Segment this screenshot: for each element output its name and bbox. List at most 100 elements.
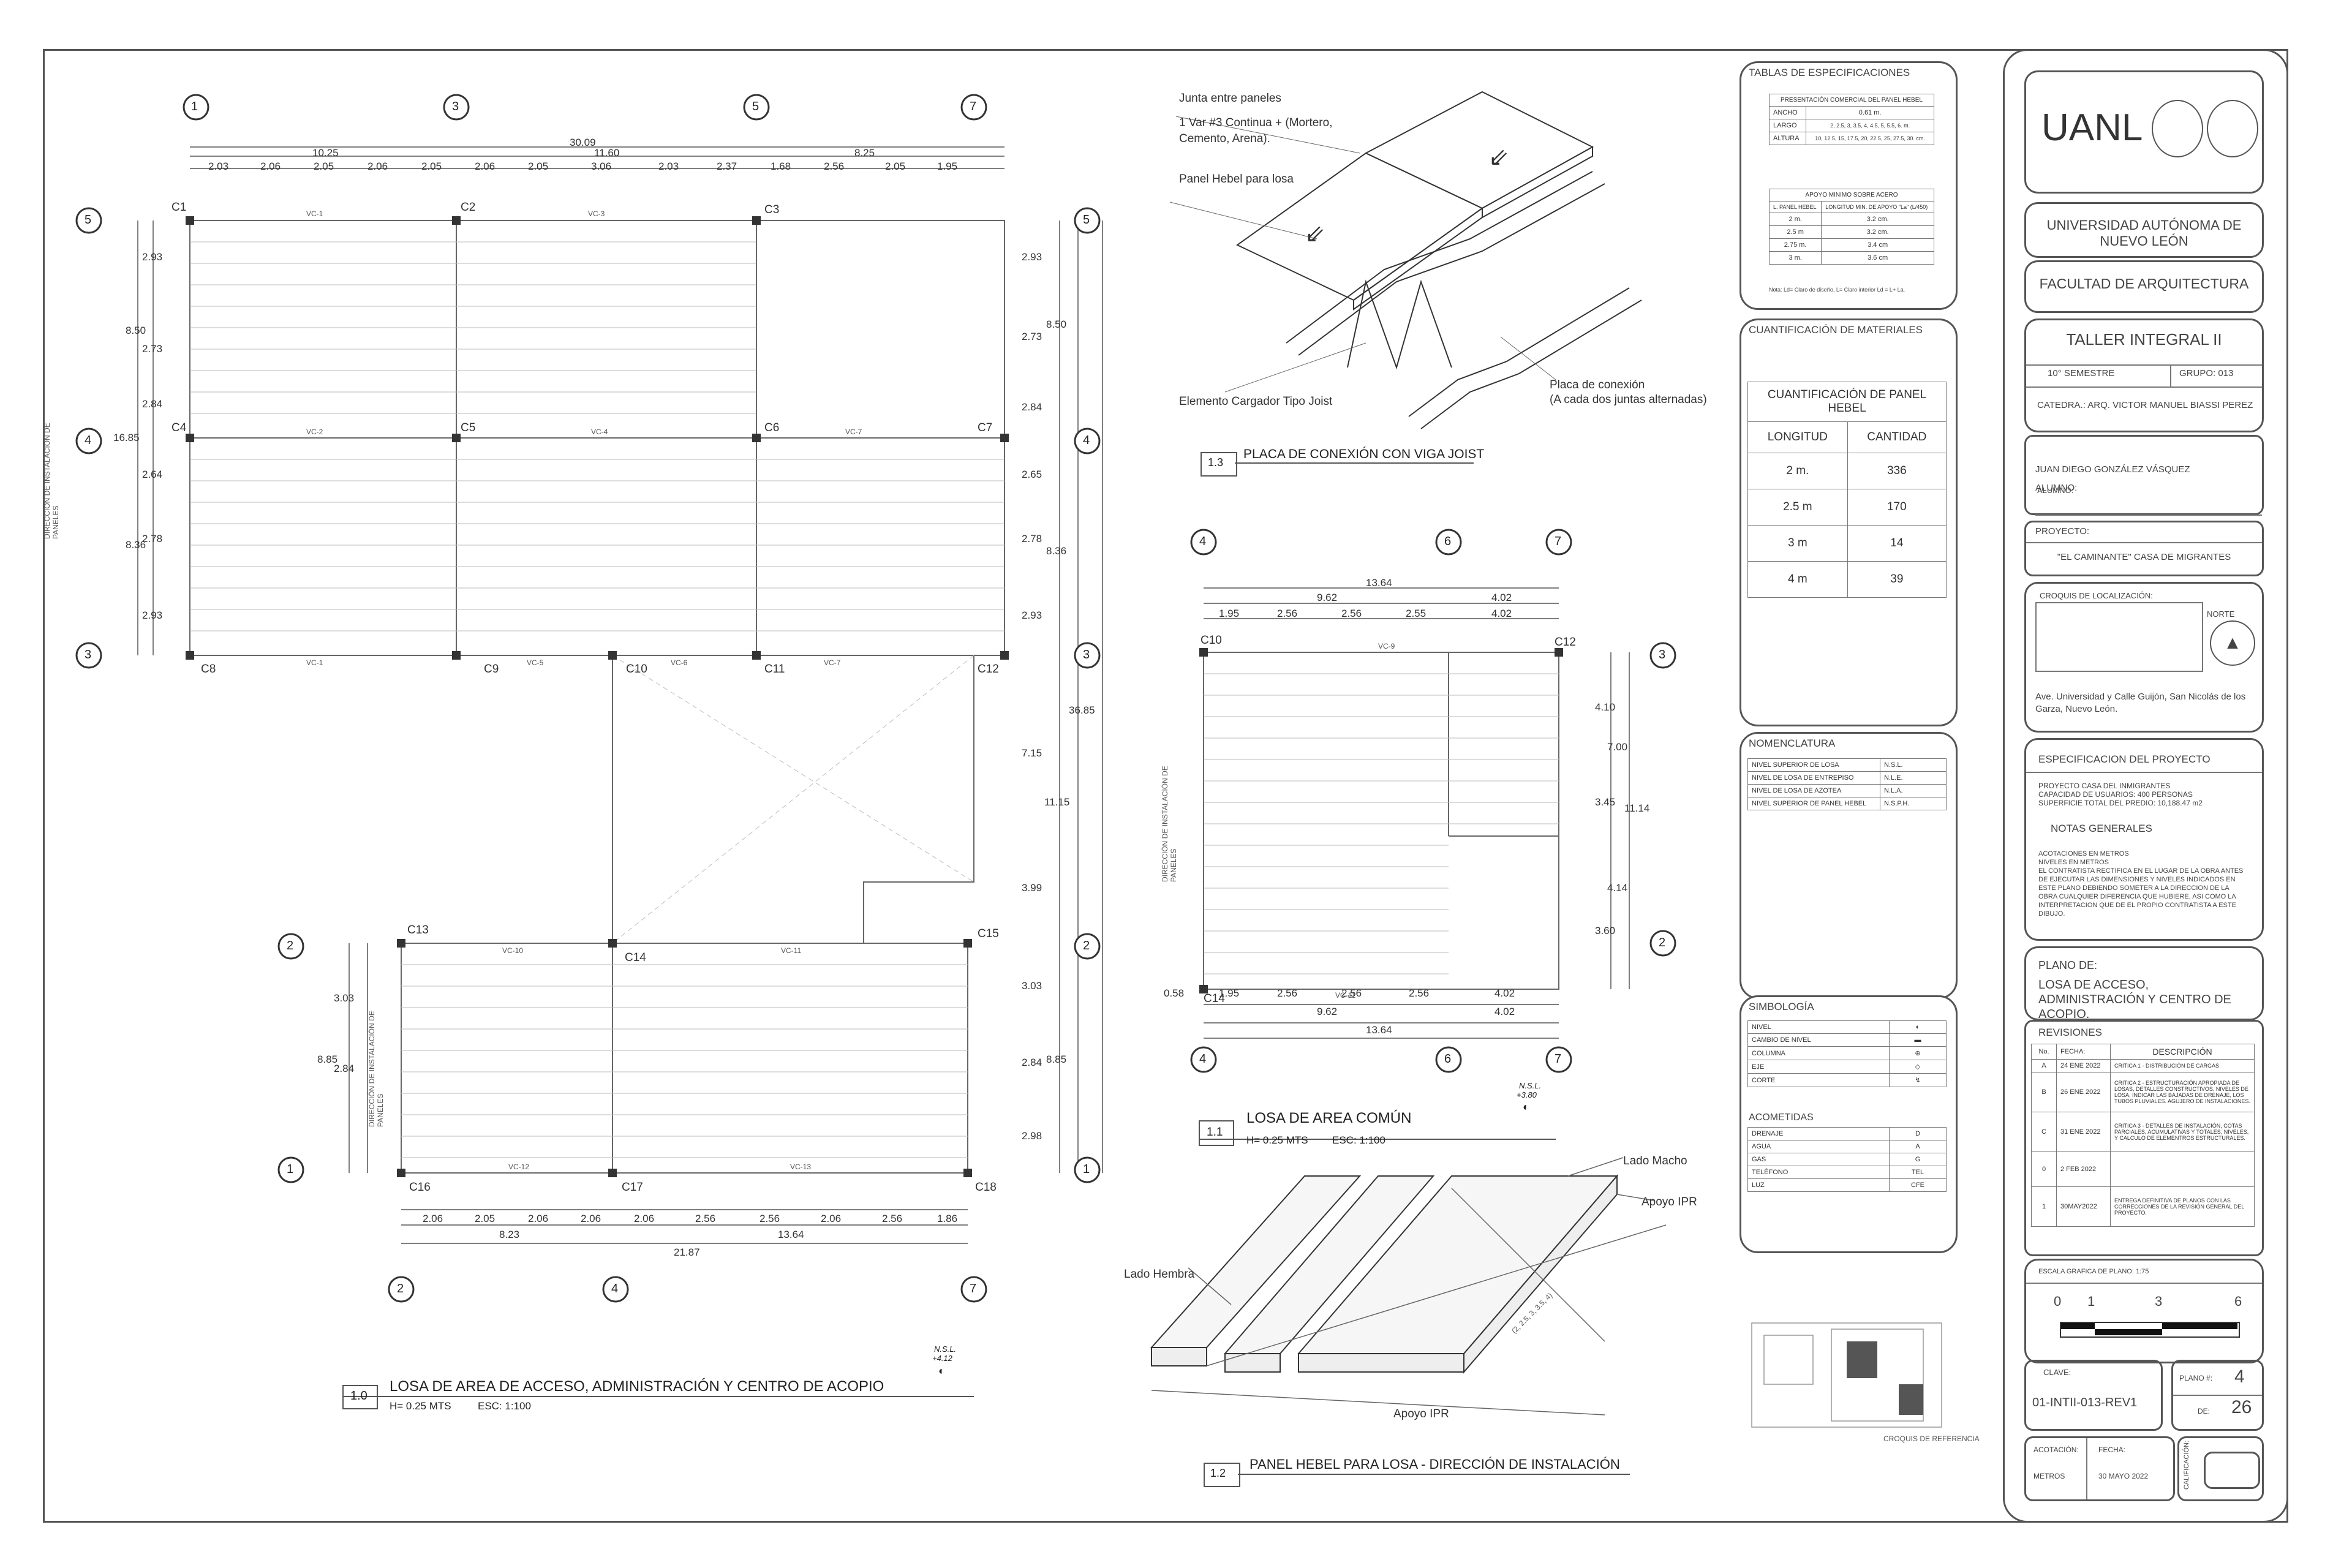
table-row: EJE◇ [1747, 1060, 1947, 1074]
column-label: C3 [764, 203, 780, 216]
dim-left: 8.36 [126, 539, 146, 551]
beam-label: VC-10 [502, 946, 524, 955]
project-label: PROYECTO: [2035, 526, 2090, 537]
semester: 10° SEMESTRE [2048, 368, 2115, 379]
drawing-number: 1.0 [350, 1389, 368, 1403]
section-icon: ↯ [1889, 1073, 1947, 1087]
column-label: C2 [461, 201, 476, 214]
column-label: C4 [172, 421, 187, 434]
detail-connection-drawing: ⇙⇙ [1169, 91, 1642, 429]
seal-icon [2207, 100, 2258, 157]
title-block [2003, 49, 2288, 1523]
dim-bottom-total: 13.64 [1366, 1024, 1392, 1036]
axis-label: 5 [752, 100, 760, 113]
dim-right: 2.73 [1022, 331, 1042, 342]
column-label: C1 [172, 201, 187, 214]
north-arrow-icon: ▲ [2210, 620, 2255, 666]
dim-span: 1.68 [771, 160, 791, 172]
axis-label: 3 [1083, 648, 1090, 662]
column-label: C14 [625, 951, 646, 964]
axis-label: 4 [1199, 535, 1207, 548]
date-value: 30 MAYO 2022 [2098, 1472, 2149, 1480]
column-label: C10 [1200, 634, 1222, 647]
axis-label: 3 [1659, 648, 1666, 662]
sub-header: ACOMETIDAS [1749, 1112, 1814, 1123]
dim-right: 3.45 [1595, 796, 1616, 808]
beam-label: VC-1 [306, 209, 323, 218]
dim-left: 2.78 [142, 533, 163, 545]
university-box: UNIVERSIDAD AUTÓNOMA DE NUEVO LEÓN [2024, 202, 2264, 258]
detail-number: 1.2 [1210, 1467, 1226, 1479]
dim-bottom: 2.56 [1409, 987, 1430, 999]
north-label: NORTE [2207, 609, 2235, 619]
dim-span: 2.03 [658, 160, 679, 172]
key-label: CLAVE: [2043, 1368, 2071, 1377]
dim-right: 11.15 [1044, 796, 1070, 808]
key-box: CLAVE: 01-INTII-013-REV1 [2024, 1360, 2163, 1431]
dim-span: 2.56 [824, 160, 845, 172]
axis-label: 2 [1083, 939, 1090, 952]
drawing-scale: ESC: 1:100 [478, 1400, 531, 1412]
sheet-total: 26 [2231, 1397, 2252, 1417]
dim-span: 1.95 [1219, 608, 1240, 619]
dim-left: 2.93 [142, 609, 163, 621]
label-male: Lado Macho [1623, 1155, 1687, 1167]
dim-left: 2.93 [142, 251, 163, 263]
dim-right: 2.98 [1022, 1130, 1042, 1142]
col-header: LONGITUD [1747, 421, 1848, 453]
label-plate-note: (A cada dos juntas alternadas) [1550, 393, 1707, 406]
axis-label: 6 [1444, 535, 1452, 548]
sheet-number: 4 [2234, 1366, 2245, 1387]
dim-bottom-group: 9.62 [1317, 1006, 1338, 1017]
reference-caption: CROQUIS DE REFERENCIA [1883, 1434, 1980, 1443]
grade-field[interactable] [2204, 1452, 2260, 1489]
dim-bottom: 2.56 [760, 1213, 780, 1224]
axis-label: 7 [970, 100, 977, 113]
spec-label: ESPECIFICACION DEL PROYECTO [2038, 753, 2211, 765]
column-label: C12 [978, 663, 999, 676]
university-name: UNIVERSIDAD AUTÓNOMA DE NUEVO LEÓN [2046, 217, 2242, 249]
dim-span: 1.95 [937, 160, 958, 172]
date-label: FECHA: [2098, 1446, 2126, 1454]
dim-left-low: 3.03 [334, 992, 355, 1004]
label-joint: Junta entre paneles [1179, 92, 1281, 105]
panel-header: NOMENCLATURA [1749, 737, 1836, 749]
professor: CATEDRA.: ARQ. VICTOR MANUEL BIASSI PERE… [2037, 400, 2253, 410]
dim-span: 2.05 [528, 160, 549, 172]
level-value: +3.80 [1517, 1090, 1537, 1099]
symbology-table: NIVEL◐ CAMBIO DE NIVEL▬ COLUMNA⊕ EJE◇ CO… [1747, 1020, 1947, 1087]
drawing-key: 01-INTII-013-REV1 [2032, 1396, 2138, 1409]
location-box: CROQUIS DE LOCALIZACIÓN: NORTE ▲ Ave. Un… [2024, 582, 2264, 733]
detail-title: PLACA DE CONEXIÓN CON VIGA JOIST [1243, 447, 1485, 461]
units-box: ACOTACIÓN: METROS FECHA: 30 MAYO 2022 [2024, 1436, 2175, 1501]
column-label: C8 [201, 663, 216, 676]
dim-right: 7.00 [1607, 741, 1628, 753]
axis-icon: ◇ [1889, 1060, 1947, 1074]
detail-panel-drawing [1150, 1157, 1667, 1415]
column-label: C17 [622, 1181, 643, 1194]
units-value: METROS [2034, 1472, 2065, 1480]
grade-box: CALIFICACIÓN: [2177, 1436, 2264, 1501]
address: Ave. Universidad y Calle Guijón, San Nic… [2035, 692, 2246, 714]
reference-sketch [1751, 1322, 1942, 1428]
dim-bottom: 2.06 [528, 1213, 549, 1224]
revisions-label: REVISIONES [2038, 1027, 2102, 1038]
dim-group: 9.62 [1317, 592, 1338, 603]
dim-right: 2.84 [1022, 1057, 1042, 1068]
grade-label: CALIFICACIÓN: [2183, 1440, 2191, 1490]
axis-label: 7 [1555, 1052, 1562, 1066]
label-support: Apoyo IPR [1393, 1408, 1449, 1420]
